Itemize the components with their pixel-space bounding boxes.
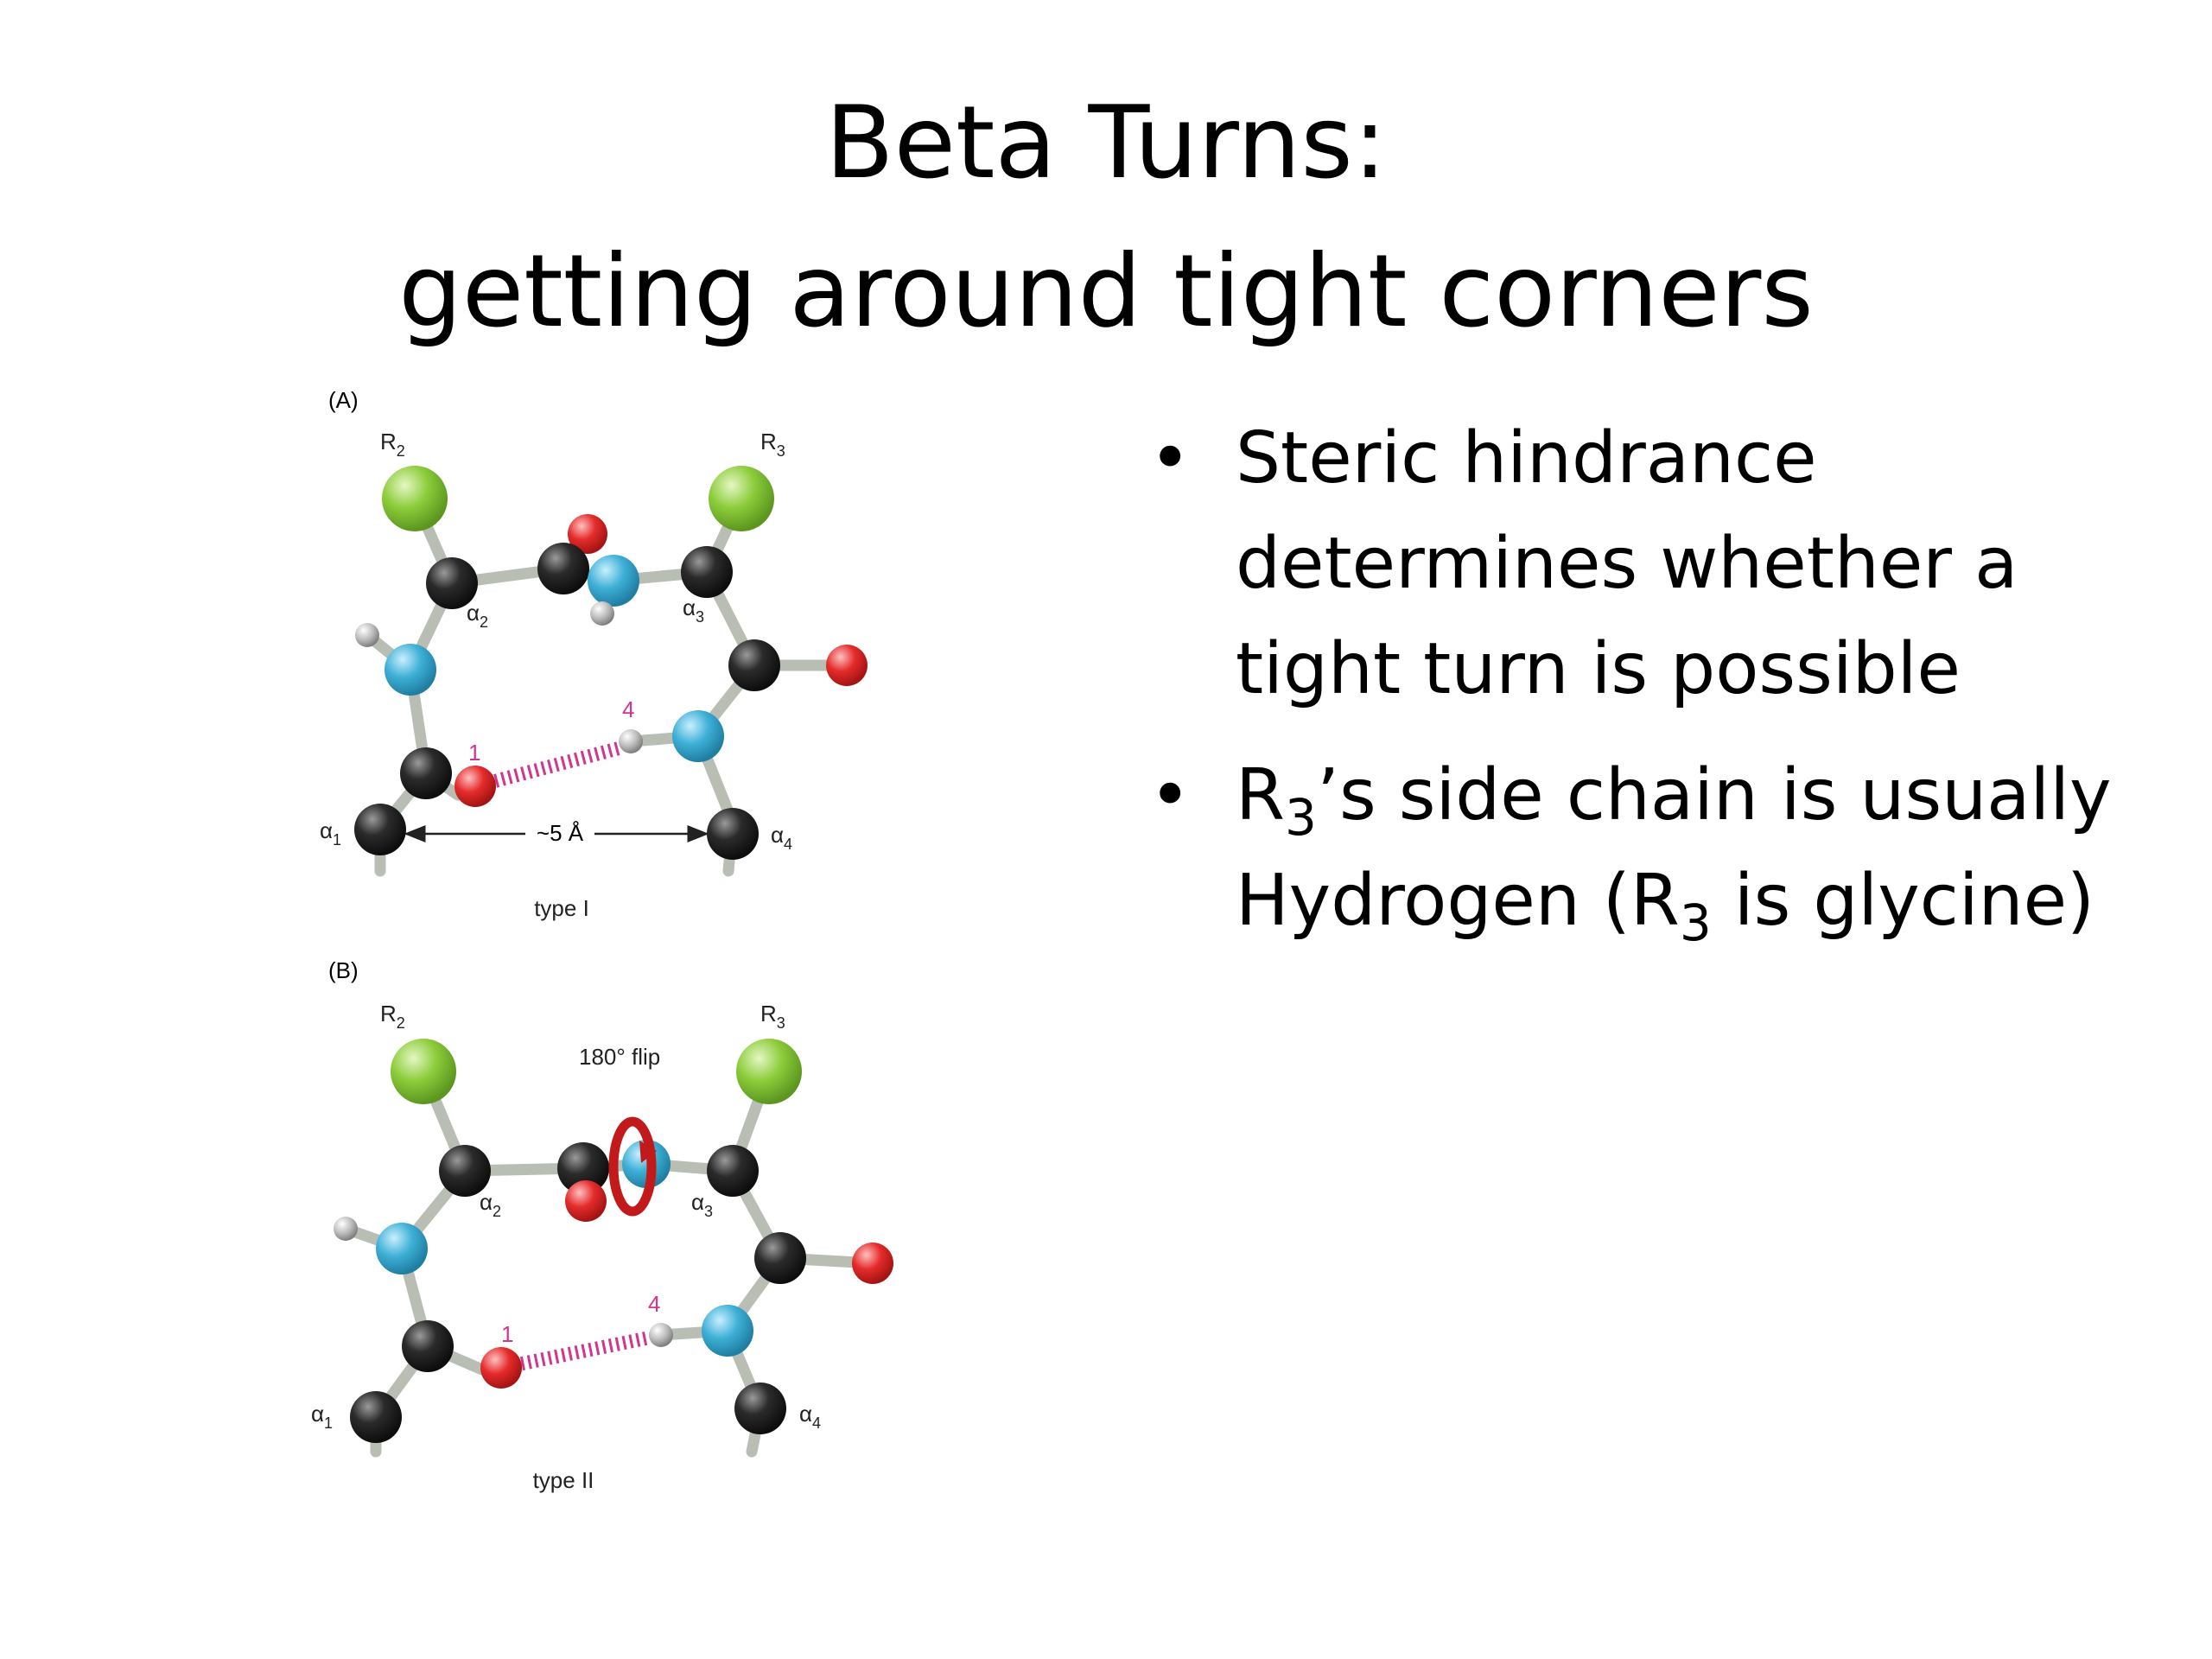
alpha-2-carbon-atom [439, 1145, 491, 1197]
panel-a-type-i: (A) ~5 Å [320, 387, 868, 921]
side-chain-r3-atom [736, 1039, 802, 1104]
hydrogen-atom [334, 1217, 358, 1241]
nitrogen-atom [376, 1223, 428, 1274]
panel-a-alpha3-label: α3 [683, 594, 704, 626]
alpha-4-carbon-atom [707, 808, 759, 860]
bullet-text: Steric hindrance determines whether a ti… [1236, 417, 2018, 710]
panel-b-alpha4-label: α4 [799, 1401, 821, 1432]
beta-turn-figure: (A) ~5 Å [311, 387, 893, 1493]
panel-a-caption: type I [534, 895, 589, 921]
bullet-dot-icon: • [1149, 754, 1192, 836]
nitrogen-atom [385, 644, 436, 696]
hydrogen-atom [355, 623, 379, 647]
panel-a-labels: R2 R3 α2 α3 α1 α4 1 4 type I [320, 429, 792, 921]
slide-title: Beta Turns: getting around tight corners [0, 69, 2212, 366]
panel-a-hydrogen-bond [473, 741, 625, 793]
panel-a-residue-4-label: 4 [622, 696, 634, 722]
bullet-r-prefix: R [1236, 754, 1285, 836]
title-line-2: getting around tight corners [398, 233, 1814, 350]
panel-b-label: (B) [328, 957, 359, 983]
hydrogen-atom-residue-4 [649, 1323, 673, 1347]
carbon-atom [537, 543, 589, 594]
nitrogen-atom [588, 555, 639, 607]
panel-b-caption: type II [533, 1467, 594, 1493]
alpha-4-carbon-atom [734, 1382, 786, 1434]
carbon-atom [400, 747, 452, 799]
oxygen-atom-residue-1 [454, 766, 496, 807]
title-line-1: Beta Turns: [825, 85, 1387, 201]
panel-a-distance-arrow: ~5 Å [404, 820, 709, 846]
alpha-3-carbon-atom [681, 546, 733, 598]
panel-b-residue-1-label: 1 [501, 1321, 513, 1347]
nitrogen-atom [702, 1305, 753, 1357]
panel-a-alpha2-label: α2 [467, 600, 488, 631]
bullet-list: • Steric hindrance determines whether a … [1149, 406, 2186, 975]
panel-b-labels: R2 R3 180° flip α2 α3 α1 α4 1 4 type II [311, 1001, 821, 1493]
hydrogen-atom [590, 601, 614, 626]
panel-a-label: (A) [328, 387, 359, 413]
bullet-item-r3: • R3’s side chain is usually Hydrogen (R… [1149, 743, 2186, 954]
flip-arrow-icon [608, 1116, 657, 1217]
bullet-text-end: is glycine) [1711, 860, 2095, 942]
oxygen-atom-residue-1 [480, 1347, 522, 1389]
panel-b-residue-4-label: 4 [648, 1291, 660, 1317]
panel-a-distance-label: ~5 Å [537, 820, 584, 846]
panel-a-residue-1-label: 1 [468, 740, 480, 766]
oxygen-atom [568, 514, 607, 554]
carbon-atom [728, 639, 780, 691]
panel-a-bonds [361, 493, 853, 877]
panel-b-alpha1-label: α1 [311, 1401, 333, 1432]
oxygen-atom [826, 645, 868, 686]
panel-b-flip-label: 180° flip [579, 1044, 660, 1070]
panel-a-alpha1-label: α1 [320, 817, 341, 849]
carbon-atom [754, 1232, 806, 1284]
panel-a-r2-label: R2 [380, 429, 405, 460]
panel-b-r3-label: R3 [760, 1001, 785, 1032]
side-chain-r2-atom [391, 1039, 456, 1104]
bullet-text-middle: ’s side chain is usually Hydrogen (R [1236, 754, 2112, 942]
panel-b-alpha2-label: α2 [480, 1189, 501, 1220]
panel-b-hydrogen-bond [499, 1331, 652, 1375]
oxygen-atom [852, 1243, 893, 1284]
nitrogen-atom [672, 710, 724, 762]
alpha-1-carbon-atom [350, 1391, 402, 1443]
carbon-atom [557, 1142, 609, 1194]
oxygen-atom [565, 1180, 607, 1222]
carbon-atom [402, 1320, 454, 1372]
bullet-item-steric: • Steric hindrance determines whether a … [1149, 406, 2186, 722]
panel-b-alpha3-label: α3 [691, 1189, 713, 1220]
nitrogen-atom [622, 1140, 671, 1188]
bullet-r-subscript-2: 3 [1679, 893, 1712, 952]
side-chain-r2-atom [382, 466, 448, 531]
alpha-3-carbon-atom [707, 1145, 759, 1197]
panel-b-type-ii: (B) [311, 957, 893, 1493]
hydrogen-atom-residue-4 [619, 729, 643, 753]
bullet-r-subscript: 3 [1284, 788, 1317, 847]
side-chain-r3-atom [709, 466, 774, 531]
panel-b-r2-label: R2 [380, 1001, 405, 1032]
bullet-dot-icon: • [1149, 417, 1192, 499]
panel-a-r3-label: R3 [760, 429, 785, 460]
panel-a-atoms [354, 466, 868, 860]
panel-a-alpha4-label: α4 [771, 822, 792, 853]
panel-b-atoms [334, 1039, 893, 1443]
alpha-1-carbon-atom [354, 804, 406, 855]
alpha-2-carbon-atom [426, 557, 478, 609]
